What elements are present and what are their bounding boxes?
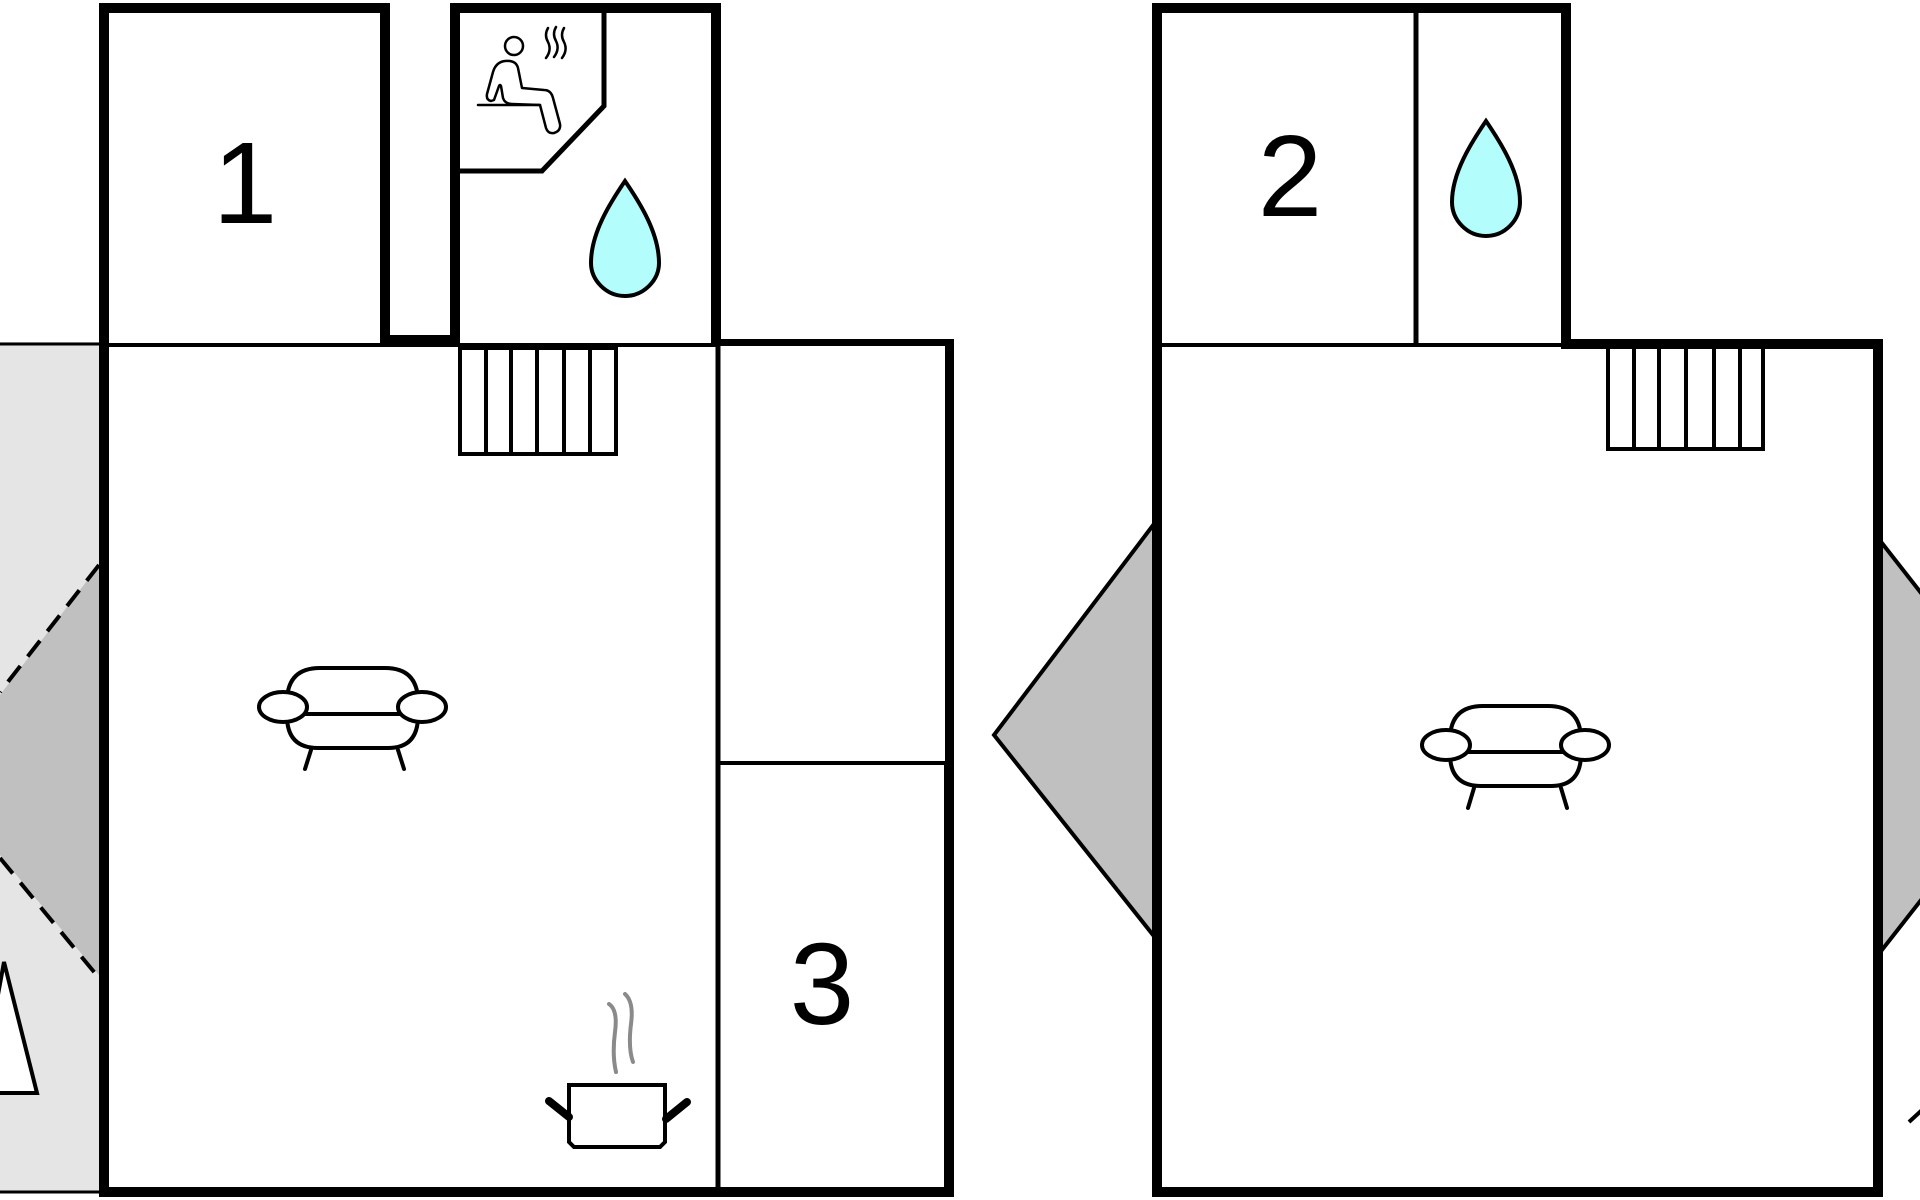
room-3-upper[interactable] xyxy=(718,346,945,763)
room-3-label: 3 xyxy=(790,919,855,1049)
room-1-walls xyxy=(99,3,390,344)
cooking-pot-icon xyxy=(545,992,691,1149)
terrace-triangle-icon xyxy=(991,514,1159,946)
left-outdoor-area xyxy=(0,342,104,1194)
living-room[interactable] xyxy=(104,344,718,1190)
left-building: 1 xyxy=(99,3,954,1197)
terrace-triangle-icon xyxy=(0,961,40,1095)
terrace-triangle-icon xyxy=(1876,532,1920,961)
dashed-terrace-fill xyxy=(0,565,99,975)
sofa-icon xyxy=(257,666,448,771)
room-1[interactable] xyxy=(104,8,385,344)
right-building: 2 xyxy=(1152,3,1883,1197)
dashed-terrace-edge-bottom xyxy=(0,856,101,980)
living-room-walls xyxy=(99,339,954,1197)
room-2[interactable] xyxy=(1160,10,1415,344)
bathroom-walls xyxy=(450,3,721,346)
sauna-icon xyxy=(476,25,567,135)
stairs-icon[interactable] xyxy=(458,346,618,456)
stairs-icon[interactable] xyxy=(1606,343,1765,451)
sofa-icon xyxy=(1420,704,1611,810)
dashed-terrace-edge-top xyxy=(0,563,101,694)
room-2-label: 2 xyxy=(1258,111,1323,241)
terrace-edge-fragment xyxy=(1907,1109,1920,1124)
water-drop-icon xyxy=(1449,117,1523,239)
water-drop-icon xyxy=(588,177,662,299)
room-1-label: 1 xyxy=(213,118,278,248)
bathroom[interactable] xyxy=(455,8,716,344)
sauna-partition xyxy=(459,10,607,174)
